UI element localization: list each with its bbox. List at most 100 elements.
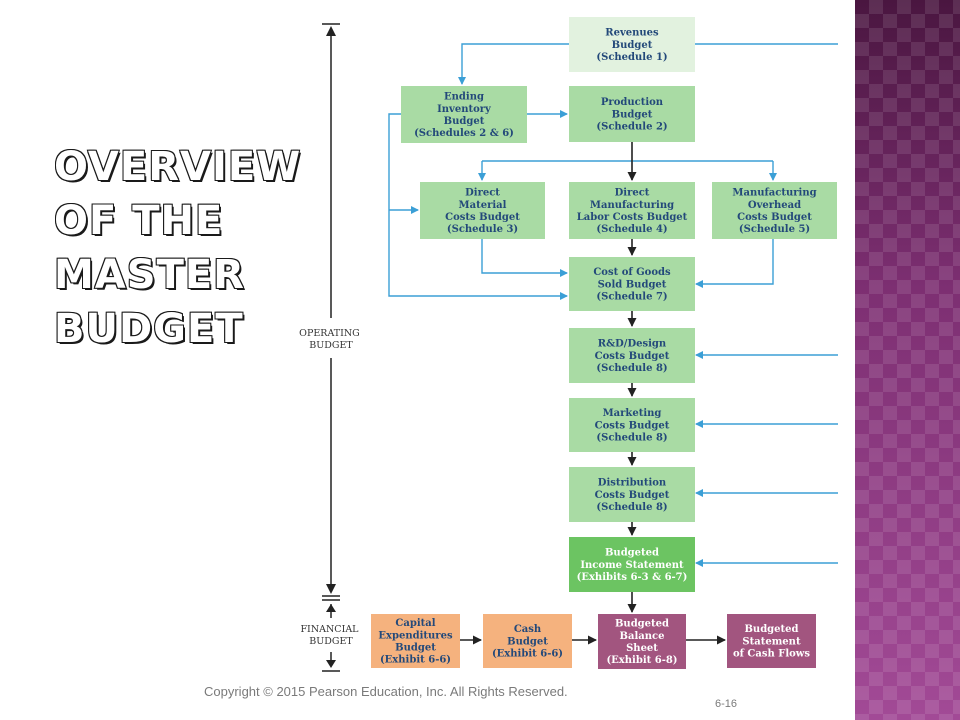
box-label-line: Cash: [514, 624, 542, 635]
box-label-line: (Exhibit 6-8): [606, 655, 677, 666]
box-label-line: Manufacturing: [732, 188, 816, 199]
box-shape: [569, 17, 695, 72]
blue-connectors: [388, 43, 838, 567]
box-label-line: (Schedule 8): [596, 433, 667, 444]
box-label-line: (Exhibit 6-6): [380, 655, 451, 666]
operating-budget-label: OPERATING BUDGET: [299, 328, 363, 351]
box-shape: [569, 328, 695, 383]
box-label-line: Expenditures: [378, 630, 453, 641]
box-label-line: Balance: [620, 631, 665, 642]
box-shape: [712, 182, 837, 239]
box-label-line: Inventory: [437, 104, 492, 115]
slide-number: 6-16: [715, 698, 738, 710]
title-line: BUDGET: [53, 305, 244, 353]
box-label-line: (Schedule 8): [596, 363, 667, 374]
box-label-line: (Schedule 8): [596, 502, 667, 513]
inventory-feedback-line: [388, 113, 568, 300]
box-label-line: Revenues: [605, 28, 659, 39]
box-label-line: Budgeted: [744, 624, 798, 635]
box-label-line: Budget: [395, 643, 436, 654]
box-label-line: (Schedule 4): [596, 224, 667, 235]
box-label-line: (Schedule 7): [596, 292, 667, 303]
box-label-line: Statement: [742, 636, 801, 647]
box-label-line: Direct: [465, 188, 500, 199]
box-shape: [727, 614, 816, 668]
box-label-line: Sheet: [626, 643, 658, 654]
box-shape: [569, 398, 695, 452]
slide-title: OVERVIEW OF THE MASTER BUDGET: [53, 140, 302, 356]
box-shape: [569, 182, 695, 239]
title-line: OVERVIEW: [53, 143, 302, 191]
box-label-line: (Exhibits 6-3 & 6-7): [577, 572, 688, 583]
box-label-line: Budget: [507, 636, 548, 647]
box-shape: [483, 614, 572, 668]
box-shape: [371, 614, 460, 668]
box-label-line: Sold Budget: [598, 279, 667, 290]
box-label-line: Budgeted: [605, 548, 659, 559]
decorative-side-band: [855, 0, 960, 720]
box-label-line: Ending: [444, 92, 484, 103]
direct-material-to-cogs-arrow: [481, 239, 568, 277]
box-label-line: Material: [459, 200, 507, 211]
revenues-to-ending-inventory-arrow: [458, 43, 569, 85]
mfg-overhead-to-cogs-arrow: [695, 239, 774, 288]
box-label-line: Costs Budget: [445, 212, 520, 223]
box-label-line: Labor Costs Budget: [577, 212, 688, 223]
box-label-line: Budgeted: [615, 619, 669, 630]
box-shape: [569, 467, 695, 522]
box-label-line: Budget: [612, 109, 653, 120]
box-label-line: R&D/Design: [598, 339, 667, 350]
box-label-line: Costs Budget: [595, 490, 670, 501]
box-label-line: (Schedule 5): [739, 224, 810, 235]
box-label-line: Budget: [444, 116, 485, 127]
box-label-line: Production: [601, 97, 664, 108]
box-shape: [598, 614, 686, 669]
box-label-line: Marketing: [603, 408, 662, 419]
black-connectors: [460, 142, 726, 645]
box-shape: [569, 537, 695, 592]
box-label-line: Overhead: [748, 200, 801, 211]
box-label-line: of Cash Flows: [733, 649, 810, 660]
box-label-line: (Schedule 3): [447, 224, 518, 235]
box-label-line: Costs Budget: [595, 420, 670, 431]
box-label-line: Capital: [395, 618, 435, 629]
box-label-line: (Schedule 2): [596, 122, 667, 133]
box-label-line: Manufacturing: [590, 200, 674, 211]
financial-budget-label: FINANCIAL BUDGET: [300, 624, 361, 647]
box-label-line: Direct: [615, 188, 650, 199]
box-label-line: (Schedule 1): [596, 52, 667, 63]
title-line: MASTER: [53, 251, 245, 299]
box-label-line: Cost of Goods: [593, 267, 671, 278]
box-label-line: Costs Budget: [737, 212, 812, 223]
box-shape: [401, 86, 527, 143]
box-label-line: Income Statement: [580, 560, 684, 571]
